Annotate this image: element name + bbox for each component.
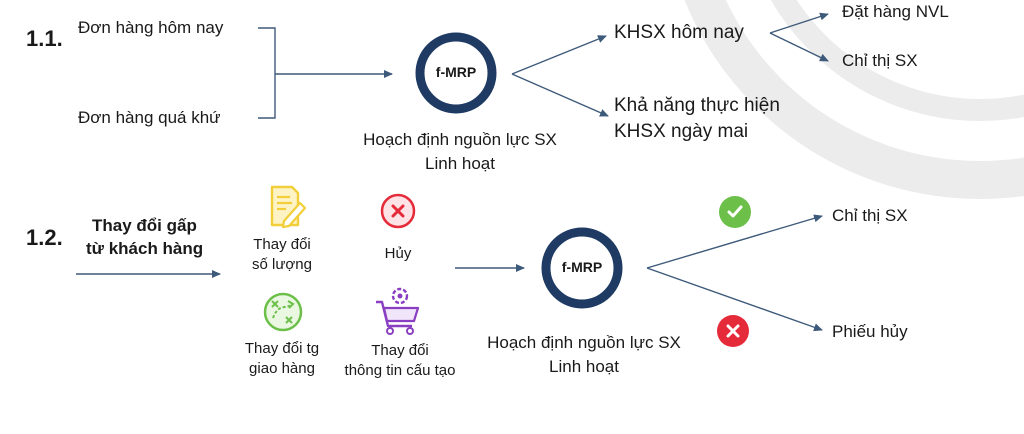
change-quantity-line1: Thay đổi xyxy=(253,236,311,253)
change-delivery-time: Thay đổi tg giao hàng xyxy=(226,339,338,379)
check-icon xyxy=(719,196,751,228)
change-structure-info-line2: thông tin cấu tạo xyxy=(344,362,456,379)
s1-hub-caption-line1: Hoạch định nguồn lực SX xyxy=(363,130,557,149)
section-number-1-2: 1.2. xyxy=(26,225,63,250)
output-ability-line2: KHSX ngày mai xyxy=(614,121,749,142)
output-plan-today: KHSX hôm nay xyxy=(614,22,744,43)
change-quantity-line2: số lượng xyxy=(252,256,312,273)
s2-fmrp-label: f-MRP xyxy=(561,259,603,275)
input-orders-past: Đơn hàng quá khứ xyxy=(78,108,221,127)
s1-fmrp-ring xyxy=(415,32,497,114)
section-number-1-1: 1.1. xyxy=(26,26,63,51)
trigger-line2: từ khách hàng xyxy=(86,239,204,258)
s2-hub-caption-line2: Linh hoạt xyxy=(549,357,619,376)
document-edit-icon xyxy=(270,185,307,229)
output-production-order: Chỉ thị SX xyxy=(842,51,918,70)
output-production-order-2: Chỉ thị SX xyxy=(832,206,908,225)
s1-fmrp-label: f-MRP xyxy=(435,64,477,80)
s2-connectors xyxy=(76,214,823,332)
output-ability-tomorrow: Khả năng thực hiện KHSX ngày mai xyxy=(614,93,780,145)
s1-connectors xyxy=(258,12,829,119)
change-delivery-time-line2: giao hàng xyxy=(249,360,315,377)
route-icon xyxy=(263,292,303,332)
output-ability-line1: Khả năng thực hiện xyxy=(614,95,780,116)
change-quantity: Thay đổi số lượng xyxy=(230,235,334,275)
output-order-materials: Đặt hàng NVL xyxy=(842,2,949,21)
cancel-x-icon xyxy=(380,193,416,229)
s1-hub-caption-line2: Linh hoạt xyxy=(425,154,495,173)
background-arcs xyxy=(684,0,1024,199)
s1-hub-caption: Hoạch định nguồn lực SX Linh hoạt xyxy=(330,128,590,176)
trigger-urgent-change: Thay đổi gấp từ khách hàng xyxy=(86,214,203,260)
s2-hub-caption: Hoạch định nguồn lực SX Linh hoạt xyxy=(454,331,714,379)
s2-fmrp-ring xyxy=(541,227,623,309)
change-structure-info: Thay đổi thông tin cấu tạo xyxy=(330,341,470,381)
cancel-label: Hủy xyxy=(384,245,412,262)
s2-hub-caption-line1: Hoạch định nguồn lực SX xyxy=(487,333,681,352)
cart-gear-icon xyxy=(376,287,420,335)
output-cancel-slip: Phiếu hủy xyxy=(832,322,908,341)
input-orders-today: Đơn hàng hôm nay xyxy=(78,18,224,37)
change-structure-info-line1: Thay đổi xyxy=(371,342,429,359)
cross-icon xyxy=(717,315,749,347)
change-delivery-time-line1: Thay đổi tg xyxy=(244,340,320,357)
trigger-line1: Thay đổi gấp xyxy=(92,216,197,235)
